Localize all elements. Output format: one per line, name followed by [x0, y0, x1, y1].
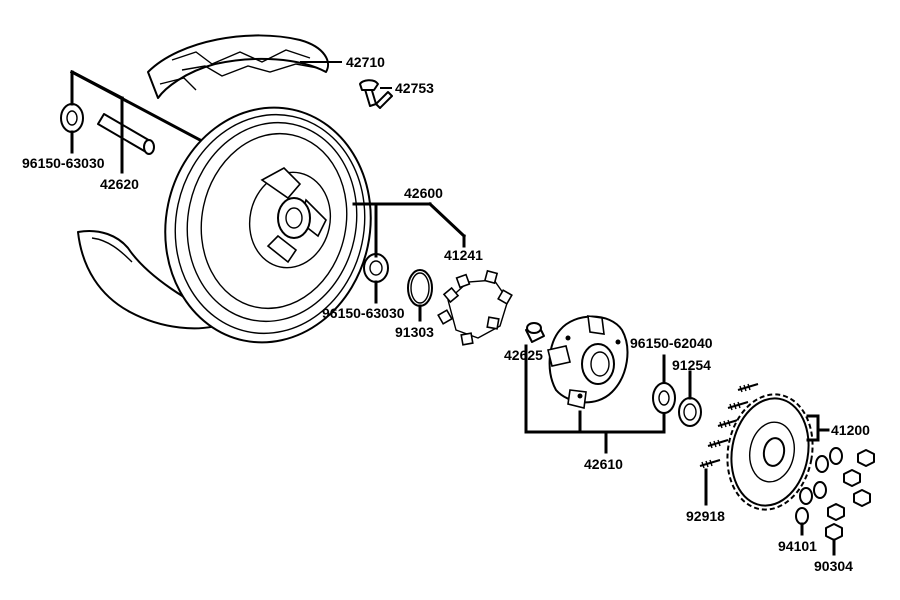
hub-drawing — [547, 315, 629, 409]
label-42753: 42753 — [395, 80, 434, 96]
label-41241: 41241 — [444, 247, 483, 263]
oil-seal-drawing — [678, 397, 702, 427]
label-42620: 42620 — [100, 176, 139, 192]
label-42600: 42600 — [404, 185, 443, 201]
washers-drawing — [795, 447, 843, 525]
hub-bearing-drawing — [652, 382, 676, 414]
leader-lines — [69, 61, 836, 556]
label-94101: 94101 — [778, 538, 817, 554]
label-42610: 42610 — [584, 456, 623, 472]
label-96150-63030-left: 96150-63030 — [22, 155, 105, 171]
label-42710: 42710 — [346, 54, 385, 70]
label-91303: 91303 — [395, 324, 434, 340]
label-96150-62040: 96150-62040 — [630, 335, 713, 351]
label-42625: 42625 — [504, 347, 543, 363]
collar-drawing — [525, 322, 545, 343]
valve-drawing — [359, 79, 393, 109]
sprocket-drawing — [726, 393, 814, 511]
label-91254: 91254 — [672, 357, 711, 373]
label-96150-63030-right: 96150-63030 — [322, 305, 405, 321]
damper-set-drawing — [437, 269, 513, 346]
part-labels: 42710 42753 96150-63030 42620 42600 4124… — [22, 54, 870, 574]
label-92918: 92918 — [686, 508, 725, 524]
left-bearing-drawing — [60, 103, 84, 133]
label-41200: 41200 — [831, 422, 870, 438]
axle-sleeve-drawing — [97, 113, 155, 155]
wheel-rim-drawing — [164, 106, 372, 344]
stud-bolts-drawing — [699, 383, 759, 469]
nuts-drawing — [825, 449, 875, 541]
o-ring-drawing — [407, 269, 433, 307]
rim-bearing-drawing — [363, 253, 389, 283]
label-90304: 90304 — [814, 558, 853, 574]
